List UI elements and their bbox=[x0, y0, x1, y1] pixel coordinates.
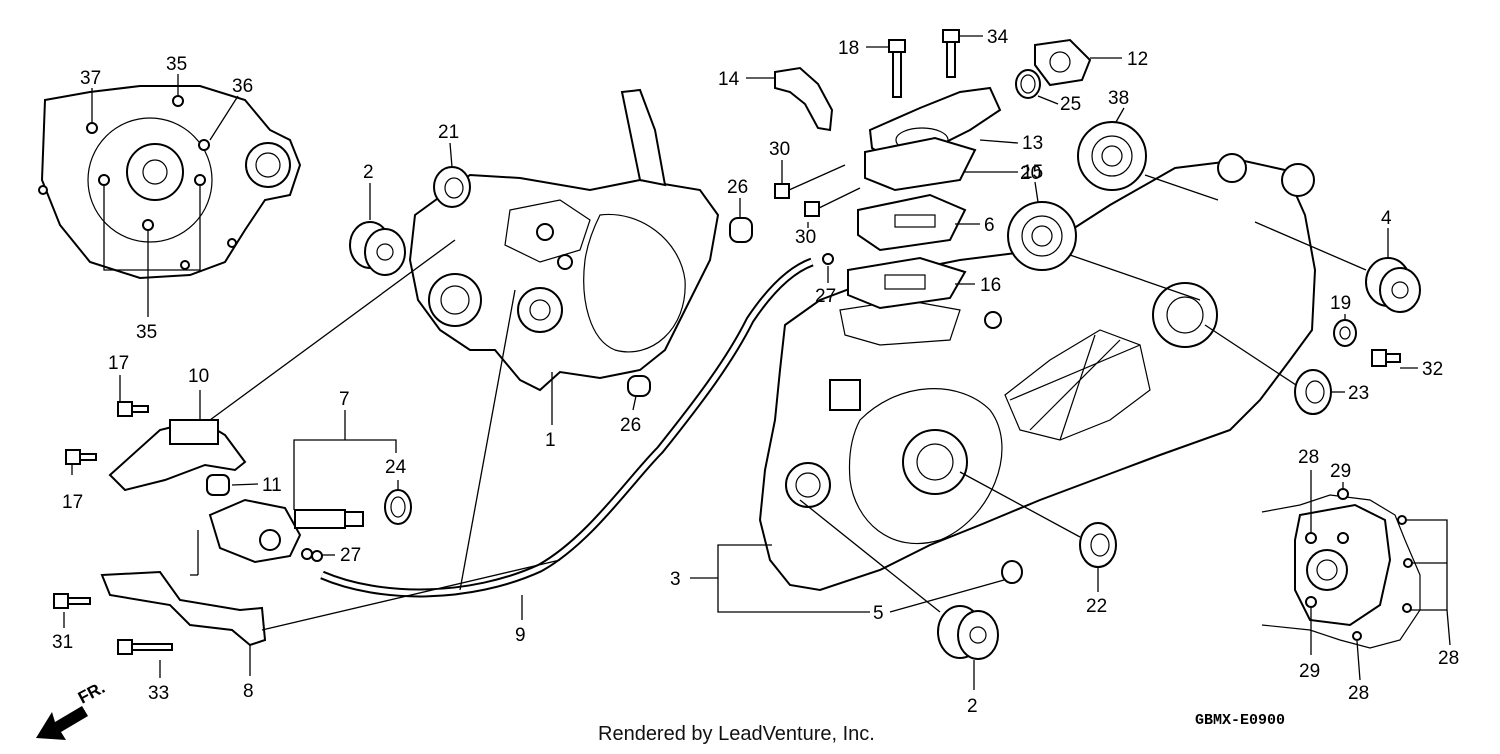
collar-11 bbox=[206, 474, 230, 496]
bearing-20 bbox=[1007, 201, 1077, 271]
callout-25: 25 bbox=[1060, 94, 1081, 115]
o-ring-24 bbox=[384, 489, 412, 525]
bolt-18 bbox=[888, 39, 906, 98]
callout-30: 30 bbox=[769, 139, 790, 160]
dowel-pin-26-top bbox=[729, 217, 753, 243]
oil-seal-23 bbox=[1294, 369, 1332, 415]
callout-30: 30 bbox=[795, 227, 816, 248]
callout-26: 26 bbox=[727, 177, 748, 198]
callout-17: 17 bbox=[108, 353, 129, 374]
side-cover-28 bbox=[1261, 488, 1421, 649]
callout-35: 35 bbox=[166, 54, 187, 75]
gasket-16 bbox=[847, 256, 967, 310]
callout-14: 14 bbox=[718, 69, 740, 90]
cable-9 bbox=[320, 257, 814, 598]
callout-31: 31 bbox=[52, 632, 73, 653]
bolt-30-b bbox=[804, 187, 861, 217]
bearing-38 bbox=[1077, 121, 1147, 191]
callout-16: 16 bbox=[980, 275, 1001, 296]
front-label: FR. bbox=[75, 678, 108, 708]
oil-pump-7 bbox=[208, 498, 364, 564]
callout-6: 6 bbox=[984, 215, 995, 236]
bolt-31 bbox=[53, 593, 91, 609]
bearing-4 bbox=[1365, 257, 1421, 313]
washer-19 bbox=[1333, 319, 1357, 347]
callout-28: 28 bbox=[1348, 683, 1369, 704]
reed-valve-6 bbox=[857, 193, 967, 252]
right-crankcase bbox=[758, 153, 1317, 592]
callout-17: 17 bbox=[62, 492, 83, 513]
bolt-32 bbox=[1371, 349, 1401, 367]
left-crankcase-half bbox=[408, 88, 720, 392]
callout-2: 2 bbox=[363, 162, 374, 183]
diagram-code: GBMX-E0900 bbox=[1195, 712, 1285, 729]
callout-11: 11 bbox=[262, 475, 282, 496]
side-cover-plate bbox=[38, 85, 302, 280]
callout-18: 18 bbox=[838, 38, 859, 59]
callout-38: 38 bbox=[1108, 88, 1129, 109]
callout-24: 24 bbox=[385, 457, 407, 478]
callout-4: 4 bbox=[1381, 208, 1392, 229]
callout-9: 9 bbox=[515, 625, 526, 646]
callout-27: 27 bbox=[815, 286, 836, 307]
o-ring-25 bbox=[1015, 69, 1041, 99]
callout-10: 10 bbox=[188, 366, 209, 387]
callout-27: 27 bbox=[340, 545, 361, 566]
bolt-17-b bbox=[65, 449, 97, 465]
callout-5: 5 bbox=[873, 603, 884, 624]
callout-35: 35 bbox=[136, 322, 157, 343]
callout-28: 28 bbox=[1298, 447, 1319, 468]
front-direction-arrow: FR. bbox=[36, 678, 108, 740]
callout-33: 33 bbox=[148, 683, 169, 704]
callout-1: 1 bbox=[545, 430, 556, 451]
callout-26: 26 bbox=[620, 415, 641, 436]
bracket-8 bbox=[100, 570, 267, 647]
bracket-10 bbox=[108, 418, 247, 492]
bolt-34 bbox=[942, 29, 960, 78]
callout-2: 2 bbox=[967, 696, 978, 717]
callout-7: 7 bbox=[339, 389, 350, 410]
callout-28: 28 bbox=[1438, 648, 1459, 669]
callout-13: 13 bbox=[1022, 133, 1043, 154]
bolt-17-a bbox=[117, 401, 149, 417]
callout-15: 15 bbox=[1022, 162, 1043, 183]
callout-37: 37 bbox=[80, 68, 101, 89]
callout-22: 22 bbox=[1086, 596, 1107, 617]
dowel-pin-5 bbox=[1001, 560, 1023, 584]
clip-27-top bbox=[822, 253, 834, 265]
dowel-pin-26-mid bbox=[627, 375, 651, 397]
bearing-2-bottom bbox=[937, 605, 999, 660]
callout-12: 12 bbox=[1127, 49, 1148, 70]
rendered-by-footer: Rendered by LeadVenture, Inc. bbox=[598, 723, 875, 745]
bearing-2-top bbox=[349, 221, 406, 276]
bracket-14 bbox=[774, 66, 834, 132]
callout-23: 23 bbox=[1348, 383, 1369, 404]
arrow-icon bbox=[36, 706, 88, 740]
oil-seal-22 bbox=[1079, 522, 1117, 568]
callout-29: 29 bbox=[1299, 661, 1320, 682]
clip-27-mid bbox=[301, 548, 323, 562]
callout-21: 21 bbox=[438, 122, 459, 143]
callout-36: 36 bbox=[232, 76, 253, 97]
bolt-33 bbox=[117, 639, 173, 655]
callout-8: 8 bbox=[243, 681, 254, 702]
bolt-30-a bbox=[774, 164, 846, 199]
callout-20: 20 bbox=[1020, 163, 1041, 184]
callout-3: 3 bbox=[670, 569, 681, 590]
oil-seal-21 bbox=[433, 166, 471, 208]
callout-29: 29 bbox=[1330, 461, 1351, 482]
plate-12 bbox=[1034, 38, 1092, 87]
callout-34: 34 bbox=[987, 27, 1009, 48]
leader-lines bbox=[63, 35, 1451, 690]
callout-32: 32 bbox=[1422, 359, 1443, 380]
gasket-15 bbox=[864, 136, 977, 192]
callout-numbers: 37 35 36 35 21 2 17 10 17 11 7 24 27 31 … bbox=[52, 27, 1459, 717]
callout-19: 19 bbox=[1330, 293, 1351, 314]
